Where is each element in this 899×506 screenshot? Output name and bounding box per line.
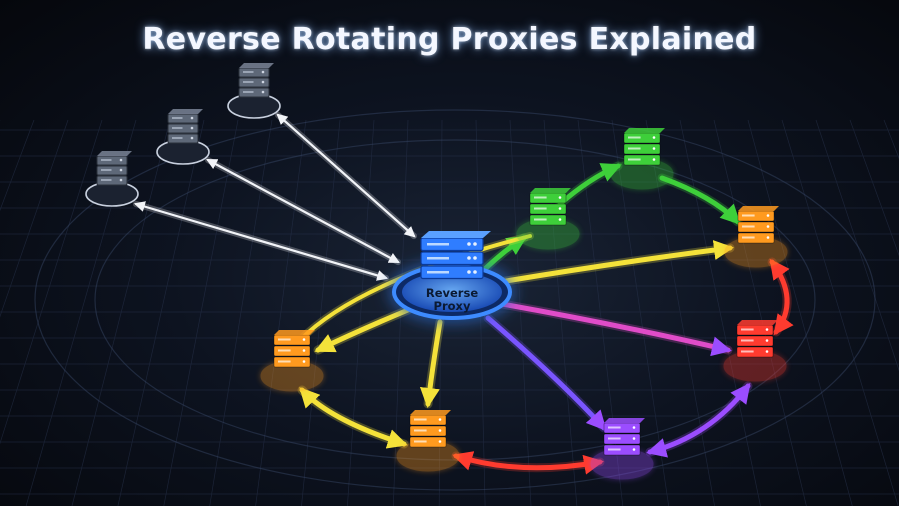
server-stack-icon — [529, 188, 571, 226]
link-client-2-hub — [206, 158, 400, 264]
link-hub-purple-1 — [485, 315, 607, 431]
server-orange-3 — [260, 330, 324, 392]
server-base — [227, 93, 281, 119]
server-client-2 — [156, 109, 210, 165]
server-nodes — [85, 63, 788, 480]
server-stack-icon — [167, 109, 203, 144]
link-hub-orange-3 — [314, 307, 411, 353]
link-hub-red-1 — [499, 301, 732, 357]
server-green-2 — [516, 188, 580, 250]
server-orange-2 — [396, 410, 460, 472]
server-red-1 — [723, 320, 787, 382]
server-base — [85, 181, 139, 207]
link-client-1-hub — [276, 113, 416, 238]
server-client-1 — [227, 63, 281, 119]
server-stack-icon — [623, 128, 665, 166]
server-orange-1 — [724, 206, 788, 268]
link-client-3-hub — [133, 201, 389, 281]
ring-orange-1-red-1 — [769, 258, 794, 336]
ring-green-1-orange-1 — [659, 175, 741, 225]
ring-green-2-orange-3 — [298, 234, 532, 342]
server-stack-icon — [603, 418, 645, 456]
server-stack-icon — [273, 330, 315, 368]
server-client-3 — [85, 151, 139, 207]
link-hub-orange-2 — [419, 319, 443, 408]
server-stack-icon — [96, 151, 132, 186]
hub-label-line1: Reverse — [426, 286, 478, 300]
server-stack-icon — [420, 231, 491, 280]
diagram-title: Reverse Rotating Proxies Explained — [142, 22, 757, 57]
reverse-proxy-hub: Reverse Proxy — [392, 231, 512, 320]
server-stack-icon — [409, 410, 451, 448]
server-stack-icon — [238, 63, 274, 98]
server-base — [156, 139, 210, 165]
ring-purple-1-orange-2 — [452, 451, 604, 475]
server-stack-icon — [737, 206, 779, 244]
connection-arrows — [132, 111, 794, 475]
ring-red-1-purple-1 — [646, 382, 751, 458]
link-hub-orange-1 — [497, 240, 734, 285]
server-purple-1 — [590, 418, 654, 480]
hub-label-line2: Proxy — [434, 299, 471, 313]
server-stack-icon — [736, 320, 778, 358]
server-green-1 — [610, 128, 674, 190]
ring-orange-2-orange-3 — [299, 387, 408, 449]
ring-orange-2-orange-3-glow — [297, 385, 409, 449]
